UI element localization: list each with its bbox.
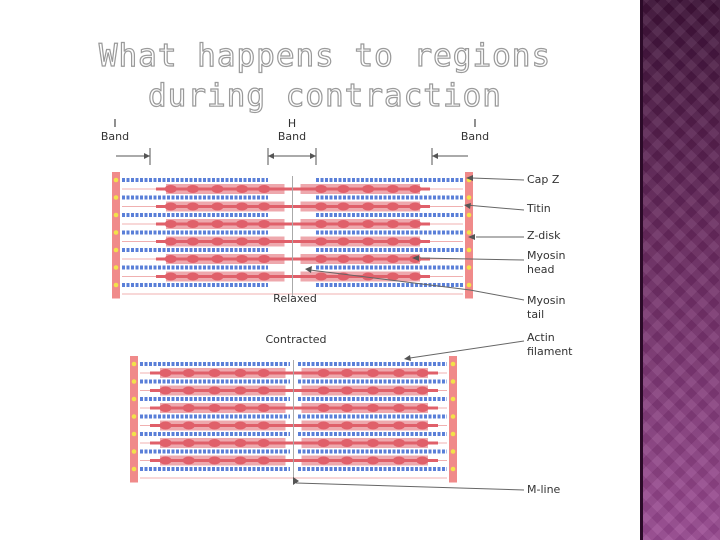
thick-filament (160, 438, 286, 448)
h-band-word: Band (278, 130, 306, 143)
cap-z-dot (114, 213, 119, 218)
cap-z-dot (451, 362, 456, 367)
cap-z-dot (114, 195, 119, 200)
cap-z-dot (467, 195, 472, 200)
thick-filament (166, 202, 285, 212)
thick-filament (302, 456, 429, 466)
m-line-label: M-line (527, 483, 561, 496)
actin-filament-label-line2: filament (527, 345, 573, 358)
thick-filament (166, 237, 285, 247)
z-disk (130, 356, 138, 483)
thick-filament (302, 421, 429, 431)
cap-z-dot (132, 432, 137, 437)
cap-z-dot (467, 248, 472, 253)
i-band-right-word: Band (461, 130, 489, 143)
thick-filament (160, 368, 286, 378)
myosin-head-label-line1: Myosin (527, 249, 566, 262)
thick-filament (160, 386, 286, 396)
thick-filament (160, 421, 286, 431)
thick-filament (301, 219, 421, 229)
z-disk (112, 172, 120, 299)
i-band-left-letter: I (113, 117, 116, 130)
i-band-right-letter: I (473, 117, 476, 130)
cap-z-dot (132, 397, 137, 402)
cap-z-dot (467, 283, 472, 288)
band-guides (116, 148, 468, 165)
cap-z-dot (114, 230, 119, 235)
thick-filament (160, 456, 286, 466)
cap-z-dot (451, 449, 456, 454)
z-disk (449, 356, 457, 483)
titin-label: Titin (526, 202, 551, 215)
z-disk (465, 172, 473, 299)
relaxed-label: Relaxed (273, 292, 317, 305)
thick-filament (302, 403, 429, 413)
cap-z-dot (114, 248, 119, 253)
myosin-tail-label-line1: Myosin (527, 294, 566, 307)
cap-z-dot (114, 265, 119, 270)
cap-z-dot (467, 265, 472, 270)
thick-filament (301, 254, 421, 264)
z-disk-label: Z-disk (527, 229, 561, 242)
cap-z-dot (132, 449, 137, 454)
relaxed-sarcomere (112, 172, 473, 299)
thick-filament (160, 403, 286, 413)
myosin-head-label-line2: head (527, 263, 554, 276)
side-decor-panel (640, 0, 720, 540)
thick-filament (302, 438, 429, 448)
cap-z-dot (451, 379, 456, 384)
cap-z-dot (114, 178, 119, 183)
i-band-left-word: Band (101, 130, 129, 143)
h-band-letter: H (288, 117, 296, 130)
thick-filament (301, 184, 421, 194)
thick-filament (301, 237, 421, 247)
thick-filament (166, 272, 285, 282)
cap-z-dot (451, 414, 456, 419)
sarcomere-diagram: I Band H Band I Band Relaxed Contracted … (0, 0, 640, 540)
cap-z-label: Cap Z (527, 173, 560, 186)
cap-z-dot (132, 414, 137, 419)
thick-filament (302, 368, 429, 378)
contracted-sarcomere (130, 356, 457, 483)
cap-z-dot (467, 230, 472, 235)
myosin-tail-label-line2: tail (527, 308, 544, 321)
thick-filament (166, 219, 285, 229)
cap-z-dot (451, 397, 456, 402)
cap-z-dot (451, 467, 456, 472)
actin-filament-label-line1: Actin (527, 331, 555, 344)
thick-filament (166, 184, 285, 194)
cap-z-dot (132, 467, 137, 472)
thick-filament (301, 202, 421, 212)
cap-z-dot (132, 362, 137, 367)
cap-z-dot (467, 213, 472, 218)
cap-z-dot (114, 283, 119, 288)
cap-z-dot (451, 432, 456, 437)
cap-z-dot (132, 379, 137, 384)
contracted-label: Contracted (265, 333, 326, 346)
thick-filament (302, 386, 429, 396)
thick-filament (166, 254, 285, 264)
